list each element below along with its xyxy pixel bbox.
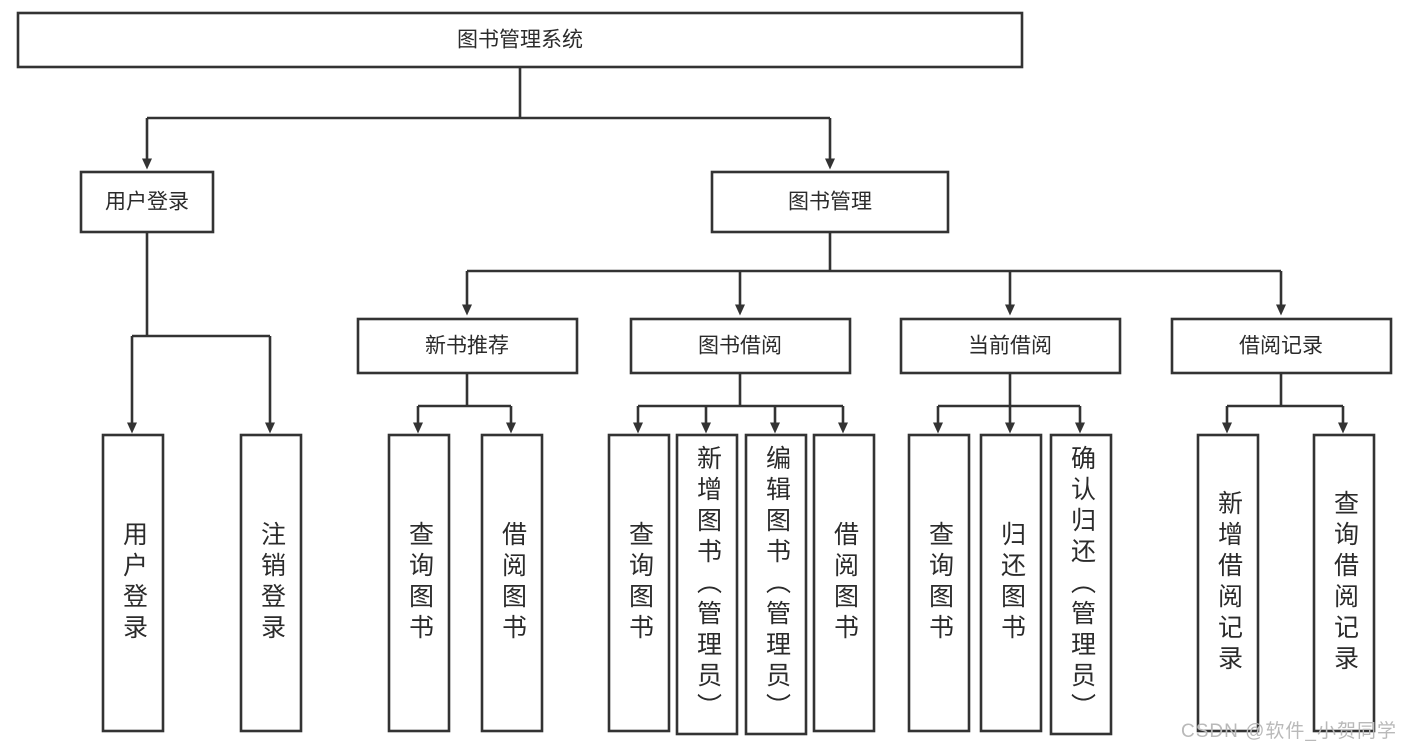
node-leaf-confirm-return[interactable]	[1049, 433, 1113, 736]
node-book-borrow-label: 图书借阅	[698, 335, 782, 358]
node-borrow-record-label: 借阅记录	[1239, 335, 1323, 358]
connector-book-borrow-to-leaves	[633, 373, 848, 434]
node-leaf-query-record[interactable]	[1312, 433, 1376, 733]
node-leaf-user-login[interactable]	[101, 433, 165, 733]
connector-new-book-recommend-to-leaves	[413, 373, 516, 434]
node-current-borrow-label: 当前借阅	[968, 335, 1052, 358]
node-borrow-record[interactable]: 借阅记录	[1170, 317, 1393, 375]
connector-root-to-level2	[142, 67, 835, 170]
connector-book-manage-to-level3	[462, 232, 1286, 316]
node-root-label: 图书管理系统	[457, 29, 583, 52]
node-leaf-edit-book[interactable]	[744, 433, 808, 736]
node-leaf-borrow-book-2[interactable]	[812, 433, 876, 733]
watermark-text: CSDN @软件_小贺同学	[1181, 721, 1397, 742]
connector-user-login-to-leaves	[127, 232, 275, 434]
node-leaf-query-book-1[interactable]	[387, 433, 451, 733]
node-new-book-recommend[interactable]: 新书推荐	[356, 317, 579, 375]
node-leaf-add-book[interactable]	[675, 433, 739, 736]
node-book-manage[interactable]: 图书管理	[710, 170, 950, 234]
node-book-borrow[interactable]: 图书借阅	[629, 317, 852, 375]
connector-borrow-record-to-leaves	[1222, 373, 1348, 434]
node-new-book-recommend-label: 新书推荐	[425, 335, 509, 358]
node-leaf-query-book-3[interactable]	[907, 433, 971, 733]
node-leaf-add-record[interactable]	[1196, 433, 1260, 733]
node-leaf-return-book[interactable]	[979, 433, 1043, 733]
node-book-manage-label: 图书管理	[788, 191, 872, 214]
node-current-borrow[interactable]: 当前借阅	[899, 317, 1122, 375]
node-leaf-logout[interactable]	[239, 433, 303, 733]
node-user-login[interactable]: 用户登录	[79, 170, 215, 234]
connector-current-borrow-to-leaves	[933, 373, 1085, 434]
node-user-login-label: 用户登录	[105, 191, 189, 214]
node-leaf-query-book-2[interactable]	[607, 433, 671, 733]
node-root[interactable]: 图书管理系统	[16, 11, 1024, 69]
node-leaf-borrow-book-1[interactable]	[480, 433, 544, 733]
